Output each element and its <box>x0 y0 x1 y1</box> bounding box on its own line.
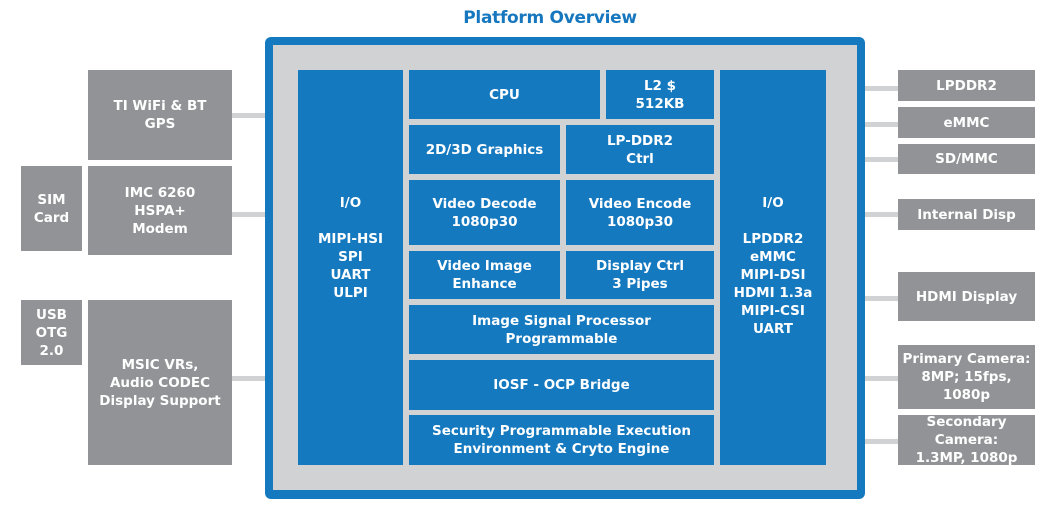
isp-block: Image Signal Processor Programmable <box>409 305 714 354</box>
connector-emmc <box>864 122 898 127</box>
usb-otg-box: USB OTG 2.0 <box>21 300 82 365</box>
connector-sdmmc <box>864 157 898 162</box>
connector-primary-camera <box>864 376 898 381</box>
cpu-block: CPU <box>409 70 600 119</box>
internal-display-box: Internal Disp <box>898 199 1035 230</box>
connector-wifi <box>232 113 266 118</box>
video-decode-block: Video Decode 1080p30 <box>409 180 560 245</box>
video-enhance-block: Video Image Enhance <box>409 251 560 299</box>
security-engine-block: Security Programmable Execution Environm… <box>409 415 714 465</box>
iosf-bridge-block: IOSF - OCP Bridge <box>409 360 714 410</box>
connector-lpddr2 <box>864 86 898 91</box>
msic-box: MSIC VRs, Audio CODEC Display Support <box>88 300 232 465</box>
diagram-title: Platform Overview <box>463 8 637 28</box>
l2-cache-block: L2 $ 512KB <box>606 70 714 119</box>
lpddr2-ctrl-block: LP-DDR2 Ctrl <box>566 125 714 174</box>
secondary-camera-box: Secondary Camera: 1.3MP, 1080p <box>898 414 1035 466</box>
right-io-block: I/O LPDDR2 eMMC MIPI-DSI HDMI 1.3a MIPI-… <box>720 70 826 465</box>
lpddr2-box: LPDDR2 <box>898 70 1035 101</box>
sd-mmc-box: SD/MMC <box>898 144 1035 174</box>
emmc-box: eMMC <box>898 107 1035 138</box>
primary-camera-box: Primary Camera: 8MP; 15fps, 1080p <box>898 345 1035 409</box>
connector-internal-disp <box>864 212 898 217</box>
modem-box: IMC 6260 HSPA+ Modem <box>88 166 232 255</box>
hdmi-display-box: HDMI Display <box>898 272 1035 321</box>
graphics-block: 2D/3D Graphics <box>409 125 560 174</box>
connector-hdmi <box>864 296 898 301</box>
display-ctrl-block: Display Ctrl 3 Pipes <box>566 251 714 299</box>
connector-modem <box>232 212 266 217</box>
connector-msic <box>232 376 266 381</box>
left-io-block: I/O MIPI-HSI SPI UART ULPI <box>298 70 403 465</box>
wifi-bt-gps-box: TI WiFi & BT GPS <box>88 70 232 160</box>
connector-secondary-camera <box>864 439 898 444</box>
sim-card-box: SIM Card <box>21 166 82 251</box>
video-encode-block: Video Encode 1080p30 <box>566 180 714 245</box>
